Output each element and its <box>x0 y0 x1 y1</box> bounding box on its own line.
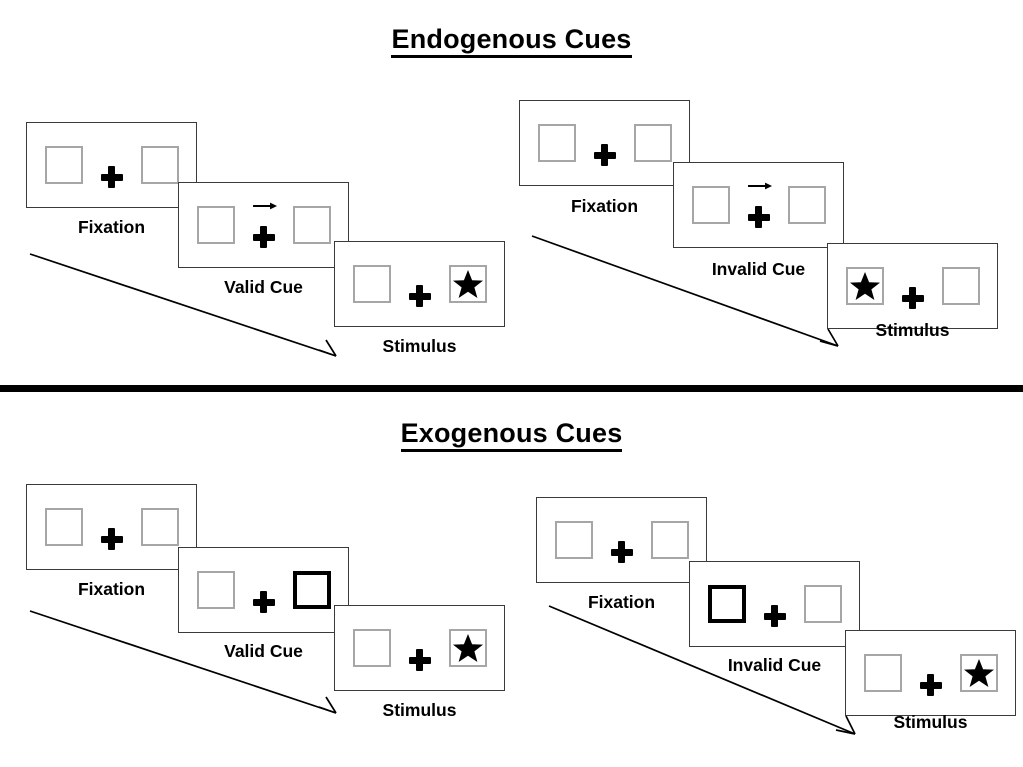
panel-content <box>520 101 689 185</box>
fixation-cross-icon <box>100 166 123 188</box>
center-column <box>747 182 772 228</box>
right-box <box>633 124 672 162</box>
star-icon <box>452 634 483 662</box>
right-box <box>448 265 487 303</box>
caption-endogenous-invalid-fixation: Fixation <box>570 196 639 216</box>
right-box <box>292 206 331 244</box>
fixation-cross-icon <box>408 285 431 307</box>
caption-endogenous-valid-fixation: Fixation <box>77 217 146 237</box>
panel-content <box>335 242 504 326</box>
right-box <box>140 146 179 184</box>
panel-content <box>828 244 997 328</box>
panel-endogenous-valid-stimulus[interactable] <box>334 241 505 327</box>
exogenous-section-title: Exogenous Cues <box>0 418 1023 452</box>
left-box <box>863 654 902 692</box>
endogenous-section-title: Endogenous Cues <box>0 24 1023 58</box>
panel-exogenous-valid-stimulus[interactable] <box>334 605 505 691</box>
fixation-cross-icon <box>252 226 275 248</box>
star-icon <box>452 270 483 298</box>
caption-exogenous-valid-stimulus: Stimulus <box>382 700 457 720</box>
left-box <box>554 521 593 559</box>
right-arrow-cue-icon <box>252 202 277 210</box>
panel-content <box>335 606 504 690</box>
caption-exogenous-valid-cue: Valid Cue <box>224 641 303 661</box>
fixation-cross-icon <box>901 287 924 309</box>
left-box <box>352 629 391 667</box>
center-column <box>763 581 786 627</box>
center-column <box>252 202 277 248</box>
right-box <box>787 186 826 224</box>
panel-content <box>179 183 348 267</box>
panel-endogenous-invalid-stimulus[interactable] <box>827 243 998 329</box>
center-column <box>252 567 275 613</box>
left-box <box>44 146 83 184</box>
panel-content <box>674 163 843 247</box>
star-icon <box>849 272 880 300</box>
panel-endogenous-invalid-fixation[interactable] <box>519 100 690 186</box>
star-icon <box>963 659 994 687</box>
fixation-cross-icon <box>408 649 431 671</box>
caption-endogenous-invalid-stimulus: Stimulus <box>875 320 950 340</box>
left-box-cued <box>707 585 746 623</box>
center-column <box>919 650 942 696</box>
fixation-cross-icon <box>100 528 123 550</box>
fixation-cross-icon <box>593 144 616 166</box>
right-box <box>803 585 842 623</box>
fixation-cross-icon <box>747 206 770 228</box>
panel-content <box>690 562 859 646</box>
center-column <box>593 120 616 166</box>
center-column <box>408 625 431 671</box>
right-box <box>941 267 980 305</box>
center-column <box>100 142 123 188</box>
caption-exogenous-invalid-cue: Invalid Cue <box>727 655 822 675</box>
caption-exogenous-valid-fixation: Fixation <box>77 579 146 599</box>
left-box <box>196 206 235 244</box>
endogenous-title-text: Endogenous Cues <box>391 24 632 58</box>
fixation-cross-icon <box>919 674 942 696</box>
panel-endogenous-invalid-cue[interactable] <box>673 162 844 248</box>
panel-content <box>179 548 348 632</box>
right-box <box>959 654 998 692</box>
right-box-cued <box>292 571 331 609</box>
time-arrow-endogenous-invalid <box>531 235 839 347</box>
left-box <box>44 508 83 546</box>
panel-content <box>27 485 196 569</box>
panel-endogenous-valid-cue[interactable] <box>178 182 349 268</box>
panel-content <box>537 498 706 582</box>
panel-exogenous-valid-fixation[interactable] <box>26 484 197 570</box>
panel-exogenous-invalid-stimulus[interactable] <box>845 630 1016 716</box>
caption-endogenous-valid-cue: Valid Cue <box>224 277 303 297</box>
left-box <box>537 124 576 162</box>
right-box <box>140 508 179 546</box>
panel-content <box>27 123 196 207</box>
center-column <box>610 517 633 563</box>
caption-exogenous-invalid-stimulus: Stimulus <box>893 712 968 732</box>
right-box <box>650 521 689 559</box>
panel-content <box>846 631 1015 715</box>
left-box <box>352 265 391 303</box>
caption-endogenous-valid-stimulus: Stimulus <box>382 336 457 356</box>
center-column <box>901 263 924 309</box>
section-divider <box>0 385 1023 392</box>
panel-exogenous-invalid-cue[interactable] <box>689 561 860 647</box>
center-column <box>408 261 431 307</box>
left-box <box>691 186 730 224</box>
caption-endogenous-invalid-cue: Invalid Cue <box>711 259 806 279</box>
center-column <box>100 504 123 550</box>
panel-exogenous-valid-cue[interactable] <box>178 547 349 633</box>
left-box <box>196 571 235 609</box>
panel-endogenous-valid-fixation[interactable] <box>26 122 197 208</box>
left-box <box>845 267 884 305</box>
fixation-cross-icon <box>763 605 786 627</box>
exogenous-title-text: Exogenous Cues <box>400 418 623 452</box>
right-arrow-cue-icon <box>747 182 772 190</box>
right-box <box>448 629 487 667</box>
fixation-cross-icon <box>610 541 633 563</box>
caption-exogenous-invalid-fixation: Fixation <box>587 592 656 612</box>
panel-exogenous-invalid-fixation[interactable] <box>536 497 707 583</box>
fixation-cross-icon <box>252 591 275 613</box>
